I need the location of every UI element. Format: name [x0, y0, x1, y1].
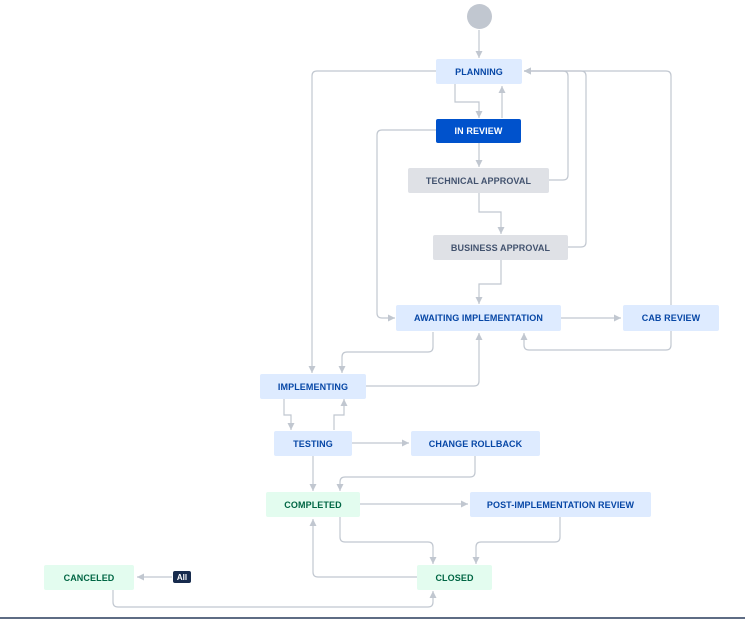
status-label: CLOSED — [435, 572, 474, 583]
status-implementing[interactable]: IMPLEMENTING — [260, 374, 366, 399]
status-awaiting-implementation[interactable]: AWAITING IMPLEMENTATION — [396, 305, 561, 331]
bottom-divider — [0, 617, 745, 619]
transition-completed-to-closed — [339, 517, 437, 564]
status-closed[interactable]: CLOSED — [417, 565, 492, 590]
status-completed[interactable]: COMPLETED — [266, 492, 360, 517]
status-testing[interactable]: TESTING — [274, 431, 352, 456]
transition-canceled-to-closed — [112, 590, 437, 608]
status-label: IMPLEMENTING — [277, 381, 349, 392]
transition-technical-to-planning — [524, 67, 569, 181]
transition-in-review-to-awaiting — [376, 129, 436, 322]
status-label: PLANNING — [455, 66, 503, 77]
transition-pir-to-closed — [472, 517, 561, 564]
badge-label: All — [176, 572, 188, 582]
transition-closed-to-completed — [309, 519, 417, 578]
transition-planning-to-in-review — [454, 84, 483, 118]
status-label: POST-IMPLEMENTATION REVIEW — [486, 499, 635, 510]
status-label: COMPLETED — [284, 499, 342, 510]
status-label: CAB REVIEW — [641, 313, 701, 323]
transition-cab-to-awaiting — [520, 331, 672, 351]
status-change-rollback[interactable]: CHANGE ROLLBACK — [411, 431, 540, 456]
status-cab-review[interactable]: CAB REVIEW — [623, 305, 719, 331]
transition-rollback-to-completed — [336, 456, 476, 491]
status-label: BUSINESS APPROVAL — [450, 242, 551, 253]
status-technical-approval[interactable]: TECHNICAL APPROVAL — [408, 168, 549, 193]
status-label: IN REVIEW — [454, 126, 503, 136]
status-business-approval[interactable]: BUSINESS APPROVAL — [433, 235, 568, 260]
start-node — [467, 4, 492, 29]
transition-planning-to-implementing — [308, 70, 436, 373]
transition-business-to-awaiting — [475, 260, 502, 304]
all-transitions-badge[interactable]: All — [173, 571, 191, 583]
status-label: TECHNICAL APPROVAL — [425, 175, 532, 186]
status-label: AWAITING IMPLEMENTATION — [414, 313, 543, 323]
status-canceled[interactable]: CANCELED — [44, 565, 134, 590]
status-in-review[interactable]: IN REVIEW — [436, 119, 521, 143]
transition-testing-to-implementing — [333, 399, 348, 430]
transition-awaiting-to-implementing — [338, 332, 434, 373]
status-post-implementation-review[interactable]: POST-IMPLEMENTATION REVIEW — [470, 492, 651, 517]
status-label: CANCELED — [63, 572, 115, 583]
status-planning[interactable]: PLANNING — [436, 59, 522, 84]
transition-implementing-to-testing — [283, 399, 295, 430]
transition-cab-to-planning — [524, 67, 672, 305]
status-label: CHANGE ROLLBACK — [428, 438, 523, 449]
status-label: TESTING — [293, 438, 333, 449]
transition-technical-to-business — [478, 193, 505, 234]
transition-business-to-planning — [524, 67, 587, 248]
transition-implementing-to-awaiting — [366, 333, 483, 387]
